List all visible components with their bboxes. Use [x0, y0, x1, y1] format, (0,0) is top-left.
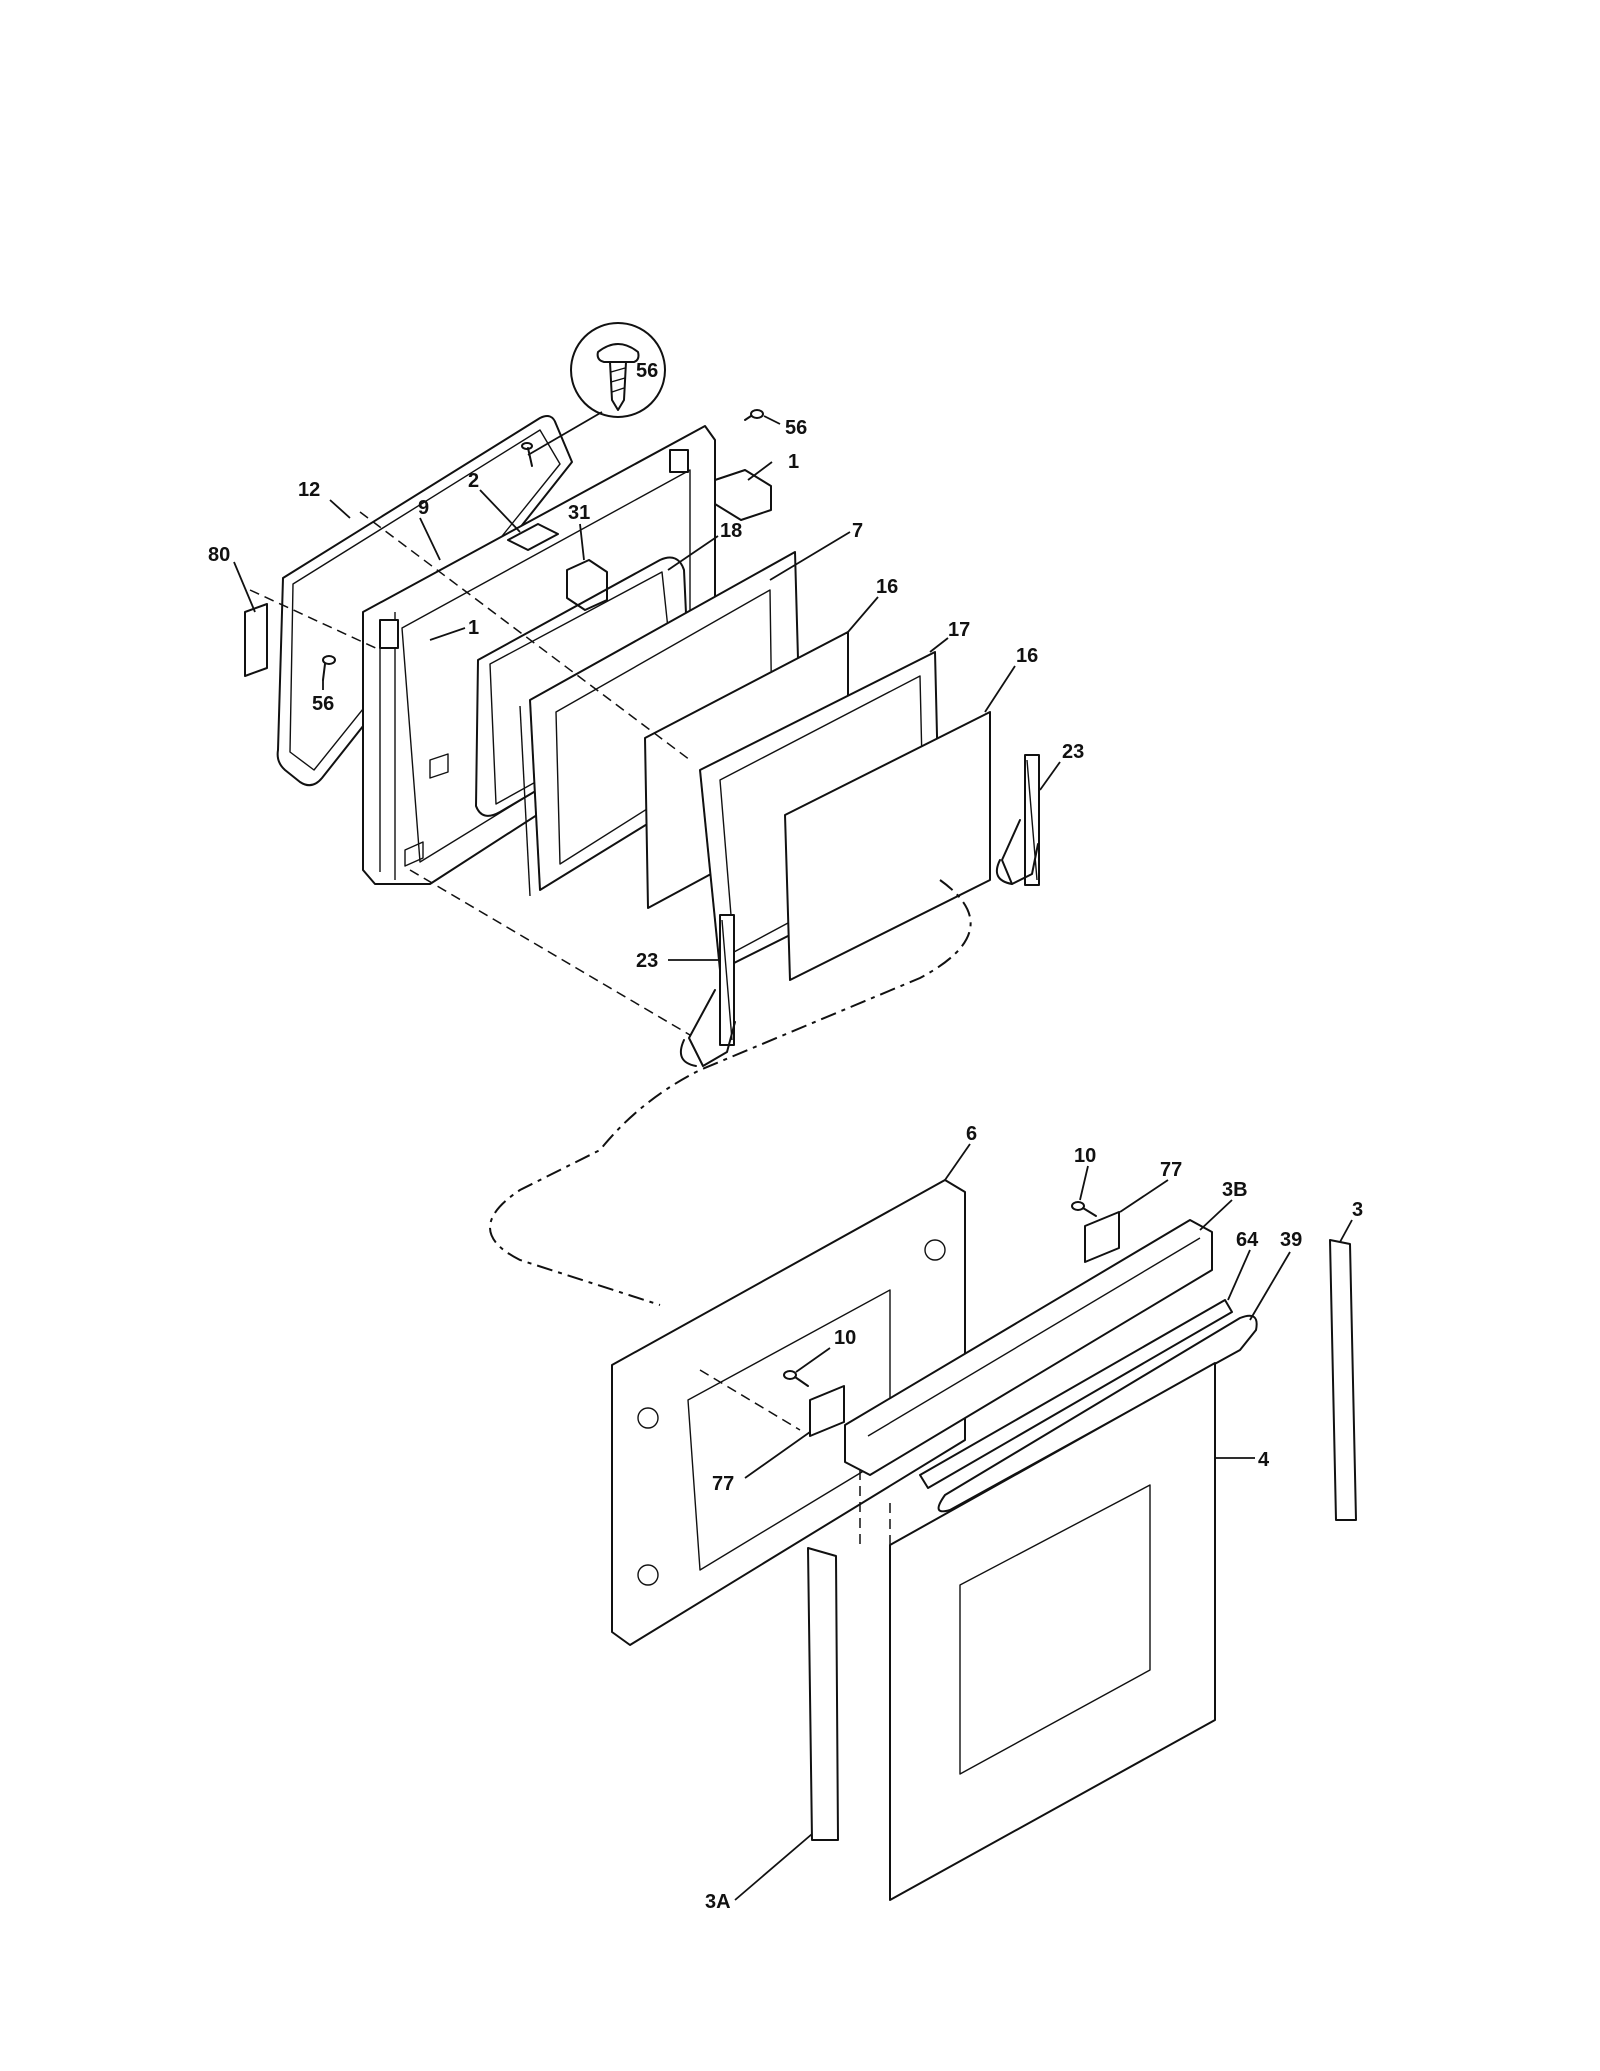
assembly-line — [699, 1369, 801, 1431]
screw-10-top — [1071, 1201, 1097, 1217]
callout-64: 64 — [1236, 1229, 1259, 1251]
callout-39: 39 — [1280, 1229, 1302, 1251]
inner-door-frame — [362, 425, 716, 885]
screw-top-center — [521, 442, 533, 467]
callout-7: 7 — [852, 520, 863, 542]
bracket-31 — [566, 559, 608, 611]
callout-56-zoom: 56 — [636, 360, 658, 382]
callout-16-a: 16 — [876, 576, 898, 598]
assembly-connector — [489, 879, 972, 1306]
hinge-right — [996, 754, 1040, 886]
callout-1-left: 1 — [468, 617, 479, 639]
assembly-line — [249, 589, 381, 651]
glass-panel-b — [784, 711, 991, 981]
hinge-left — [680, 914, 736, 1067]
door-handle — [937, 1314, 1258, 1513]
callout-77-top: 77 — [1160, 1159, 1182, 1181]
handle-gasket-strip — [919, 1299, 1233, 1489]
assembly-line — [359, 511, 691, 761]
outer-door-panel — [889, 1362, 1216, 1901]
callout-56-left: 56 — [312, 693, 334, 715]
callout-3a: 3A — [705, 1891, 731, 1913]
callout-10-top: 10 — [1074, 1145, 1096, 1167]
callout-23-right: 23 — [1062, 741, 1084, 763]
callout-17: 17 — [948, 619, 970, 641]
door-top-trim — [844, 1219, 1213, 1476]
callout-1-top: 1 — [788, 451, 799, 473]
door-side-trim-right — [1329, 1239, 1357, 1521]
hinge-plate-mid — [809, 1385, 845, 1437]
bracket-2 — [507, 523, 559, 551]
callout-23-left: 23 — [636, 950, 658, 972]
leader-lines — [233, 415, 1353, 1901]
callout-56-top: 56 — [785, 417, 807, 439]
screw-left — [322, 655, 336, 681]
callout-80: 80 — [208, 544, 230, 566]
callout-77-mid: 77 — [712, 1473, 734, 1495]
callout-2: 2 — [468, 470, 479, 492]
callout-6: 6 — [966, 1123, 977, 1145]
label-80 — [244, 603, 268, 677]
screw-top-right — [744, 409, 764, 421]
callout-9: 9 — [418, 497, 429, 519]
callout-31: 31 — [568, 502, 590, 524]
callout-3: 3 — [1352, 1199, 1363, 1221]
callout-10-mid: 10 — [834, 1327, 856, 1349]
callout-4: 4 — [1258, 1449, 1270, 1471]
callout-16-b: 16 — [1016, 645, 1038, 667]
callout-12: 12 — [298, 479, 320, 501]
door-side-trim-left — [807, 1547, 839, 1841]
assembly-line — [409, 869, 691, 1036]
clip-top — [714, 469, 772, 521]
hinge-plate-top — [1084, 1211, 1120, 1263]
callout-3b: 3B — [1222, 1179, 1248, 1201]
screw-zoom-detail — [527, 322, 666, 456]
callout-18: 18 — [720, 520, 742, 542]
screw-10-mid — [783, 1370, 809, 1387]
